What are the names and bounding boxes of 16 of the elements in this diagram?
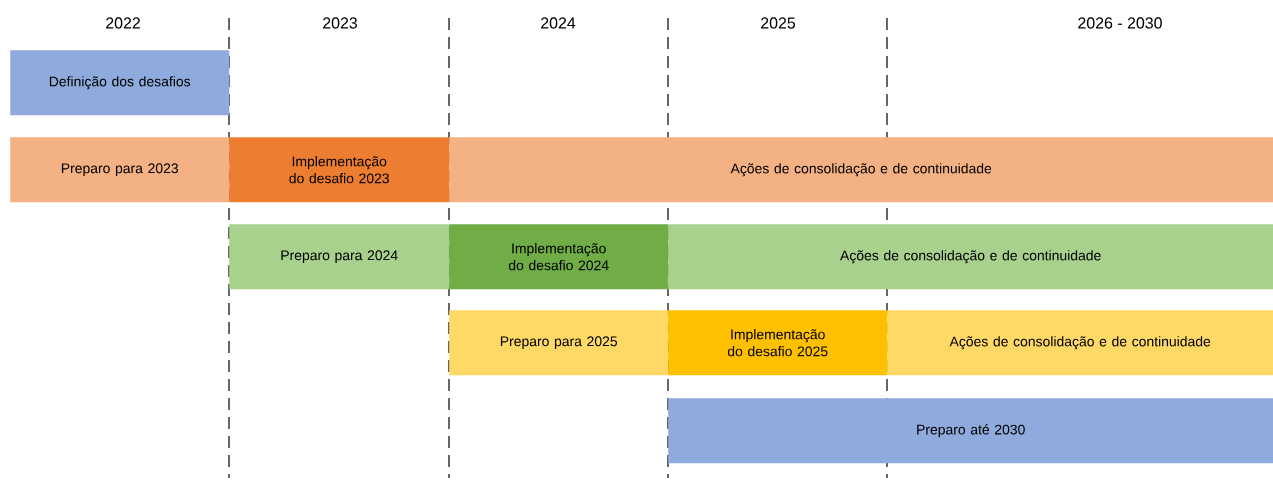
timeline-bar: Ações de consolidação e de continuidade bbox=[887, 310, 1273, 376]
year-label: 2026 - 2030 bbox=[1078, 17, 1162, 29]
timeline-bar: Ações de consolidação e de continuidade bbox=[449, 137, 1273, 203]
year-label: 2022 bbox=[106, 17, 140, 29]
timeline-bar: Ações de consolidação e de continuidade bbox=[668, 224, 1273, 290]
timeline-bar: Implementação do desafio 2025 bbox=[668, 310, 888, 376]
timeline-bar: Preparo para 2024 bbox=[229, 224, 450, 290]
timeline-bar: Preparo para 2025 bbox=[449, 310, 669, 376]
year-label: 2023 bbox=[323, 17, 357, 29]
year-label: 2024 bbox=[541, 17, 576, 29]
timeline-bar: Preparo para 2023 bbox=[10, 137, 230, 203]
timeline-bar: Definição dos desafios bbox=[10, 50, 230, 116]
year-label: 2025 bbox=[761, 17, 796, 29]
timeline-bar: Implementação do desafio 2023 bbox=[229, 137, 450, 203]
timeline-bar: Preparo até 2030 bbox=[668, 398, 1273, 464]
timeline-bar: Implementação do desafio 2024 bbox=[449, 224, 669, 290]
